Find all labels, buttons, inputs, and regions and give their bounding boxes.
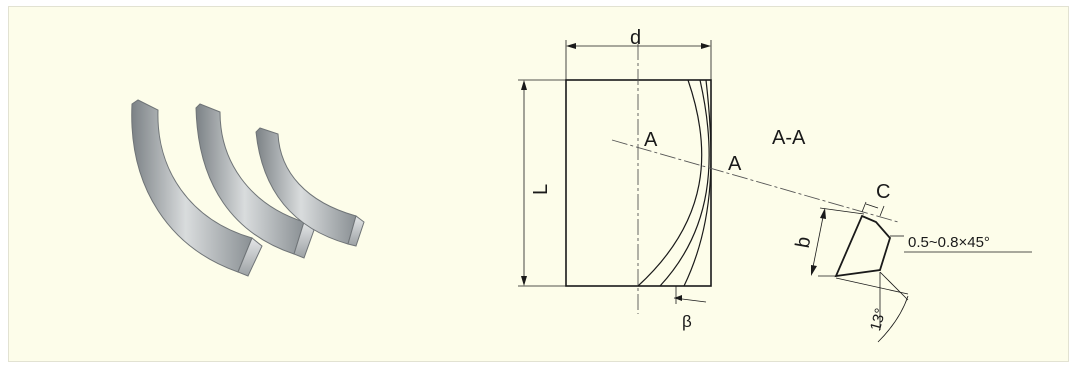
carbide-tip-3 [255, 127, 365, 247]
beta-dimension [673, 286, 707, 304]
rake-curve-1 [637, 79, 703, 287]
carbide-tip-1 [131, 99, 263, 277]
carbide-tip-2 [195, 103, 315, 259]
label-C: C [876, 181, 890, 203]
label-angle: 13° [867, 307, 889, 333]
rake-curve-2 [659, 79, 710, 287]
section-mark-1: A [644, 129, 658, 151]
section-title: A-A [772, 127, 806, 149]
rake-curve-3 [683, 79, 712, 287]
dimension-L [518, 79, 566, 287]
dimension-d [565, 40, 712, 80]
section-mark-2: A [728, 153, 742, 175]
label-d: d [630, 27, 641, 49]
label-L: L [530, 184, 552, 195]
front-view [565, 44, 899, 314]
section-line [611, 139, 899, 223]
carbide-tips-photo [131, 99, 365, 277]
section-profile [834, 214, 892, 278]
label-beta: β [682, 312, 692, 331]
section-view [811, 201, 1032, 343]
label-b: b [792, 235, 816, 250]
label-chamfer: 0.5~0.8×45° [908, 234, 990, 251]
tip-outline [565, 79, 712, 287]
figure-panel [8, 6, 1069, 362]
